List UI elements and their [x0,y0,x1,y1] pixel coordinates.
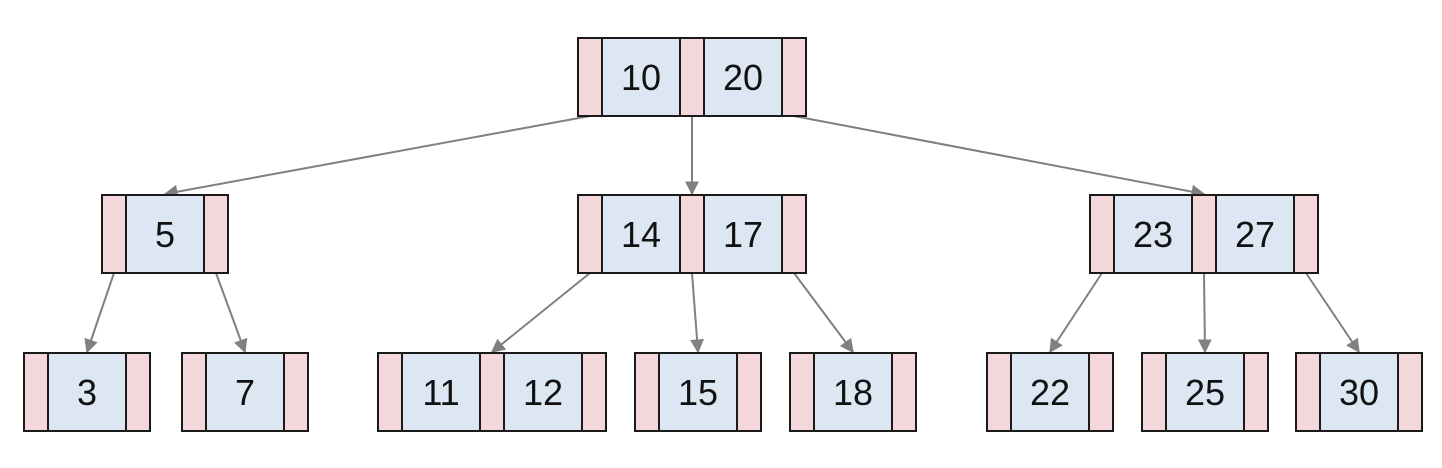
pointer-slot [577,37,603,117]
pointer-slot [736,352,762,432]
root-node: 10 20 [577,37,807,117]
child-pointer-arrow [690,272,705,354]
child-pointer-arrow [84,272,115,354]
child-pointer-arrow [1305,272,1360,354]
key-cell [1010,352,1090,432]
key-value: 14 [621,214,661,255]
child-pointer-arrow [215,272,248,354]
child-pointer-arrow [793,115,1206,199]
key-value: 18 [833,372,873,413]
key-value: 25 [1185,372,1225,413]
pointer-slot [1089,194,1115,274]
child-pointer-arrow [490,272,591,353]
key-value: 30 [1339,372,1379,413]
key-value: 5 [155,214,175,255]
key-value: 11 [422,372,459,413]
pointer-slot [577,194,603,274]
key-value: 20 [723,57,763,98]
key-cell [703,37,783,117]
child-pointer-arrow [1197,272,1212,354]
nodes: 10 20 5 14 17 23 27 3 7 11 12 15 18 22 25 30 [23,37,1423,432]
key-cell [1319,352,1399,432]
key-value: 15 [678,372,718,413]
key-cell [205,352,285,432]
key-cell [1215,194,1295,274]
leaf-node: 18 [789,352,917,432]
key-cell [601,194,681,274]
leaf-node: 11 12 [377,352,607,432]
key-value: 10 [621,57,661,98]
leaf-node: 15 [634,352,762,432]
child-pointer-arrow [793,272,854,354]
pointer-slot [634,352,660,432]
internal-node: 23 27 [1089,194,1319,274]
pointer-slot [377,352,403,432]
pointer-slot [781,37,807,117]
key-cell [703,194,783,274]
key-value: 3 [77,372,97,413]
leaf-node: 7 [181,352,309,432]
pointer-slot [581,352,607,432]
pointer-slot [781,194,807,274]
pointer-slot [986,352,1012,432]
leaf-node: 22 [986,352,1114,432]
key-cell [1165,352,1245,432]
pointer-slot [1191,194,1217,274]
key-value: 7 [235,372,255,413]
pointer-slot [283,352,309,432]
key-value: 12 [523,372,563,413]
pointer-slot [23,352,49,432]
pointer-slot [1243,352,1269,432]
pointer-slot [125,352,151,432]
leaf-node: 25 [1141,352,1269,432]
key-value: 27 [1235,214,1275,255]
pointer-slot [789,352,815,432]
pointer-slot [1397,352,1423,432]
pointer-slot [181,352,207,432]
key-cell [503,352,583,432]
edges [84,115,1360,354]
pointer-slot [1295,352,1321,432]
pointer-slot [679,194,705,274]
key-cell [658,352,738,432]
internal-node: 5 [101,194,229,274]
pointer-slot [679,37,705,117]
pointer-slot [101,194,127,274]
pointer-slot [1293,194,1319,274]
internal-node: 14 17 [577,194,807,274]
key-cell [813,352,893,432]
key-value: 23 [1133,214,1173,255]
key-cell [1113,194,1193,274]
key-cell [601,37,681,117]
pointer-slot [479,352,505,432]
key-value: 22 [1030,372,1070,413]
pointer-slot [891,352,917,432]
pointer-slot [1141,352,1167,432]
leaf-node: 30 [1295,352,1423,432]
child-pointer-arrow [1049,272,1103,354]
pointer-slot [1088,352,1114,432]
key-value: 17 [723,214,763,255]
leaf-node: 3 [23,352,151,432]
child-pointer-arrow [163,115,591,199]
pointer-slot [203,194,229,274]
